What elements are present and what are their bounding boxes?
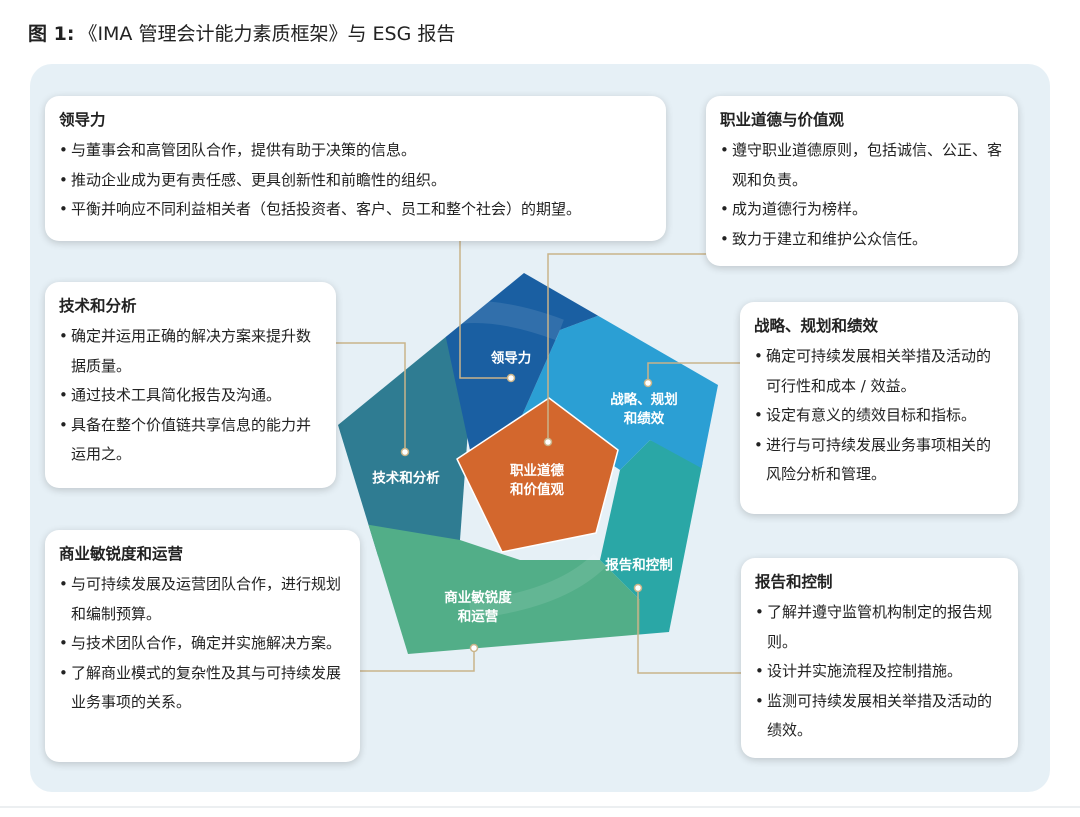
connector-dot-ethics — [543, 437, 553, 447]
connector-reporting — [637, 588, 741, 674]
figure-title-text: 《IMA 管理会计能力素质框架》与 ESG 报告 — [78, 23, 456, 45]
segment-label-reporting: 报告和控制 — [605, 557, 673, 574]
segment-label-business: 商业敏锐度 和运营 — [444, 590, 512, 625]
connector-dot-strategy — [643, 378, 653, 388]
box-strategy: 战略、规划和绩效 确定可持续发展相关举措及活动的可行性和成本 / 效益。 设定有… — [740, 302, 1018, 514]
segment-ethics — [456, 397, 619, 553]
list-item: 推动企业成为更有责任感、更具创新性和前瞻性的组织。 — [59, 166, 652, 196]
box-leadership: 领导力 与董事会和高管团队合作，提供有助于决策的信息。 推动企业成为更有责任感、… — [45, 96, 666, 241]
box-reporting: 报告和控制 了解并遵守监管机构制定的报告规则。 设计并实施流程及控制措施。 监测… — [741, 558, 1018, 758]
connector-strategy — [647, 362, 740, 382]
segment-business — [340, 520, 640, 654]
segment-label-leadership: 领导力 — [490, 350, 532, 367]
list-item: 了解并遵守监管机构制定的报告规则。 — [755, 598, 1004, 657]
segment-label-strategy: 战略、规划 和绩效 — [610, 392, 678, 427]
figure-title: 图 1:《IMA 管理会计能力素质框架》与 ESG 报告 — [28, 19, 455, 46]
box-business: 商业敏锐度和运营 与可持续发展及运营团队合作，进行规划和编制预算。 与技术团队合… — [45, 530, 360, 762]
list-item: 成为道德行为榜样。 — [720, 195, 1004, 225]
list-item: 确定并运用正确的解决方案来提升数据质量。 — [59, 322, 322, 381]
connector-technology — [336, 342, 406, 450]
bottom-divider — [0, 806, 1080, 808]
box-leadership-title: 领导力 — [59, 111, 106, 129]
connector-ethics — [547, 253, 706, 442]
connector-dot-leadership — [506, 373, 516, 383]
list-item: 通过技术工具简化报告及沟通。 — [59, 381, 322, 411]
list-item: 监测可持续发展相关举措及活动的绩效。 — [755, 687, 1004, 746]
list-item: 致力于建立和维护公众信任。 — [720, 225, 1004, 255]
segment-label-technology: 技术和分析 — [372, 470, 440, 487]
box-ethics: 职业道德与价值观 遵守职业道德原则，包括诚信、公正、客观和负责。 成为道德行为榜… — [706, 96, 1018, 266]
list-item: 与技术团队合作，确定并实施解决方案。 — [59, 629, 346, 659]
list-item: 设计并实施流程及控制措施。 — [755, 657, 1004, 687]
connector-dot-technology — [400, 447, 410, 457]
list-item: 进行与可持续发展业务事项相关的风险分析和管理。 — [754, 431, 1004, 490]
connector-business — [360, 650, 475, 672]
box-reporting-title: 报告和控制 — [755, 573, 833, 591]
box-ethics-title: 职业道德与价值观 — [720, 111, 845, 129]
list-item: 平衡并响应不同利益相关者（包括投资者、客户、员工和整个社会）的期望。 — [59, 195, 652, 225]
box-business-title: 商业敏锐度和运营 — [59, 545, 184, 563]
list-item: 了解商业模式的复杂性及其与可持续发展业务事项的关系。 — [59, 659, 346, 718]
connector-dot-reporting — [633, 583, 643, 593]
segment-label-ethics: 职业道德 和价值观 — [510, 463, 564, 498]
list-item: 确定可持续发展相关举措及活动的可行性和成本 / 效益。 — [754, 342, 1004, 401]
list-item: 遵守职业道德原则，包括诚信、公正、客观和负责。 — [720, 136, 1004, 195]
box-technology-title: 技术和分析 — [59, 297, 137, 315]
figure-number: 图 1: — [28, 23, 75, 45]
connector-dot-business — [469, 643, 479, 653]
list-item: 与可持续发展及运营团队合作，进行规划和编制预算。 — [59, 570, 346, 629]
list-item: 具备在整个价值链共享信息的能力并运用之。 — [59, 411, 322, 470]
connector-leadership — [459, 240, 511, 379]
box-technology: 技术和分析 确定并运用正确的解决方案来提升数据质量。 通过技术工具简化报告及沟通… — [45, 282, 336, 488]
list-item: 与董事会和高管团队合作，提供有助于决策的信息。 — [59, 136, 652, 166]
list-item: 设定有意义的绩效目标和指标。 — [754, 401, 1004, 431]
box-strategy-title: 战略、规划和绩效 — [754, 317, 879, 335]
